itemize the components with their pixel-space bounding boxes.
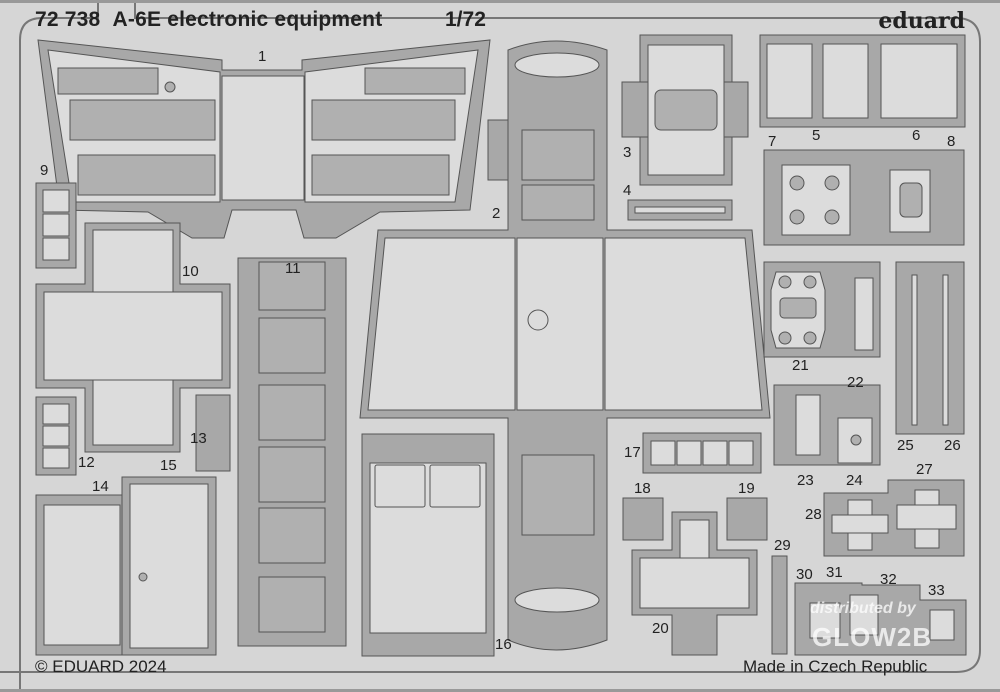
part-13 [195,394,231,472]
part-number-label: 14 [92,478,109,495]
part-number-label: 31 [826,564,843,581]
part-number-label: 5 [812,127,821,144]
part-3 [621,34,749,186]
part-number-label: 6 [912,127,921,144]
part-number-label: 2 [492,205,501,222]
part-15 [121,476,217,656]
part-number-label: 23 [797,472,814,489]
part-7-8 [763,149,965,246]
part-number-label: 1 [258,48,267,65]
scale-label: 1/72 [445,8,486,31]
part-number-label: 29 [774,537,791,554]
part-21-22 [763,261,881,358]
part-30-33 [794,582,967,656]
part-number-label: 3 [623,144,632,161]
part-12 [35,396,77,476]
part-number-label: 4 [623,182,632,199]
part-number-label: 12 [78,454,95,471]
brand-logo: eduard [878,8,965,34]
part-number-label: 13 [190,430,207,447]
part-number-label: 33 [928,582,945,599]
part-number-label: 27 [916,461,933,478]
part-number-label: 8 [947,133,956,150]
product-code: 72 738 [35,8,101,31]
part-14 [35,494,129,656]
part-20 [631,511,758,656]
part-27-28 [823,479,965,557]
part-number-label: 24 [846,472,863,489]
part-23-24 [773,384,881,466]
part-number-label: 30 [796,566,813,583]
part-number-label: 17 [624,444,641,461]
part-number-label: 25 [897,437,914,454]
part-number-label: 19 [738,480,755,497]
part-2-panel [359,40,771,651]
part-number-label: 21 [792,357,809,374]
origin-text: Made in Czech Republic [743,657,928,676]
watermark-distributor: distributed by [810,600,916,617]
part-number-label: 26 [944,437,961,454]
part-9 [35,182,77,269]
part-number-label: 28 [805,506,822,523]
part-number-label: 22 [847,374,864,391]
watermark-logo: GLOW2B [812,622,933,652]
copyright-text: © EDUARD 2024 [35,657,167,676]
part-number-label: 9 [40,162,49,179]
part-number-label: 10 [182,263,199,280]
part-19 [726,497,768,541]
product-name: A-6E electronic equipment [112,8,383,31]
part-11 [237,257,347,647]
part-number-label: 11 [285,260,301,277]
product-title: 72 738 A-6E electronic equipment [35,8,382,32]
part-10 [35,222,231,453]
part-number-label: 20 [652,620,669,637]
part-29 [771,555,788,655]
part-number-label: 18 [634,480,651,497]
part-number-label: 16 [495,636,512,653]
part-1-panel [37,39,491,239]
part-number-label: 32 [880,571,897,588]
part-25-26 [895,261,965,435]
part-18 [622,497,664,541]
part-number-label: 7 [768,133,777,150]
part-16 [361,433,495,657]
part-5-6 [759,34,966,128]
part-number-label: 15 [160,457,177,474]
part-17 [642,432,762,474]
